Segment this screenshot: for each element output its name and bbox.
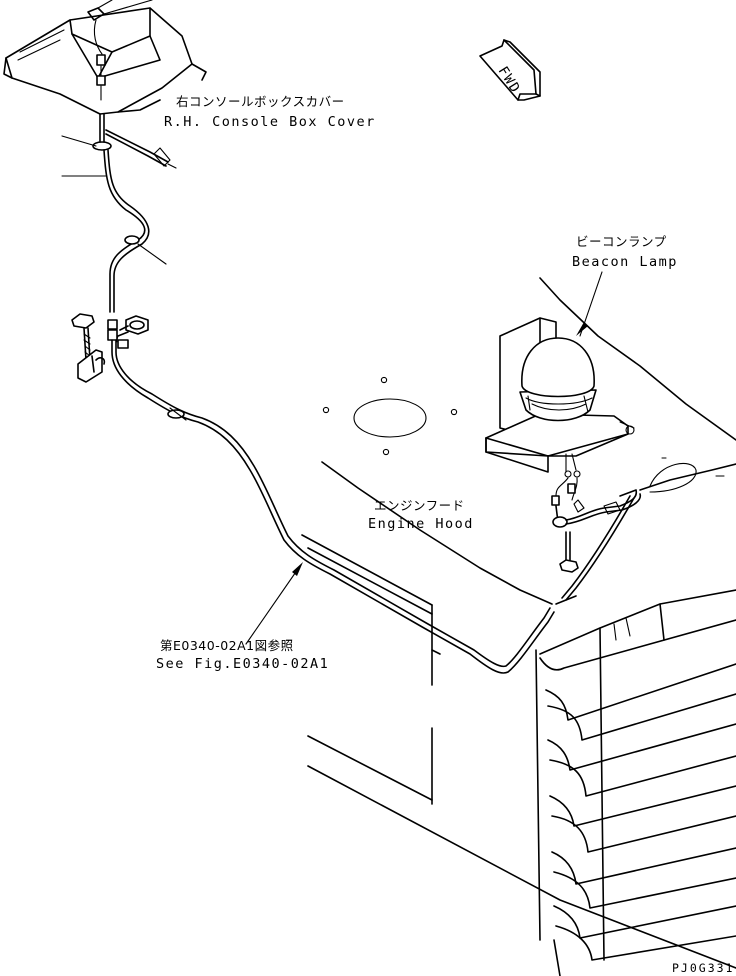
beacon-lamp bbox=[485, 317, 635, 473]
reference-label-en: See Fig.E0340-02A1 bbox=[156, 656, 329, 672]
fwd-arrow-icon: FWD bbox=[479, 39, 541, 101]
bracket bbox=[77, 349, 106, 383]
reference-label-jp: 第E0340-02A1図参照 bbox=[160, 638, 294, 653]
engine-hood-label-en: Engine Hood bbox=[368, 516, 474, 532]
drawing-code: PJ0G331 bbox=[672, 961, 734, 975]
beacon-lamp-label-en: Beacon Lamp bbox=[572, 254, 678, 270]
beacon-lamp-label-jp: ビーコンランプ bbox=[576, 234, 667, 249]
bolt-icon bbox=[115, 315, 149, 343]
console-box-cover-label-jp: 右コンソールボックスカバー bbox=[176, 94, 345, 109]
wiring-harness bbox=[103, 149, 555, 674]
bolt-icon bbox=[71, 313, 95, 361]
radiator-grille bbox=[535, 589, 736, 976]
console-box-cover-label-en: R.H. Console Box Cover bbox=[164, 114, 376, 130]
engine-hood bbox=[301, 277, 736, 969]
connector-top bbox=[87, 0, 153, 101]
branch-cable bbox=[105, 129, 177, 169]
beacon-wiring bbox=[551, 453, 642, 601]
clamp-icon bbox=[61, 135, 112, 177]
leader-arrow-icon bbox=[245, 271, 603, 645]
engine-hood-label-jp: エンジンフード bbox=[374, 498, 465, 513]
console-box-cover bbox=[3, 7, 207, 143]
